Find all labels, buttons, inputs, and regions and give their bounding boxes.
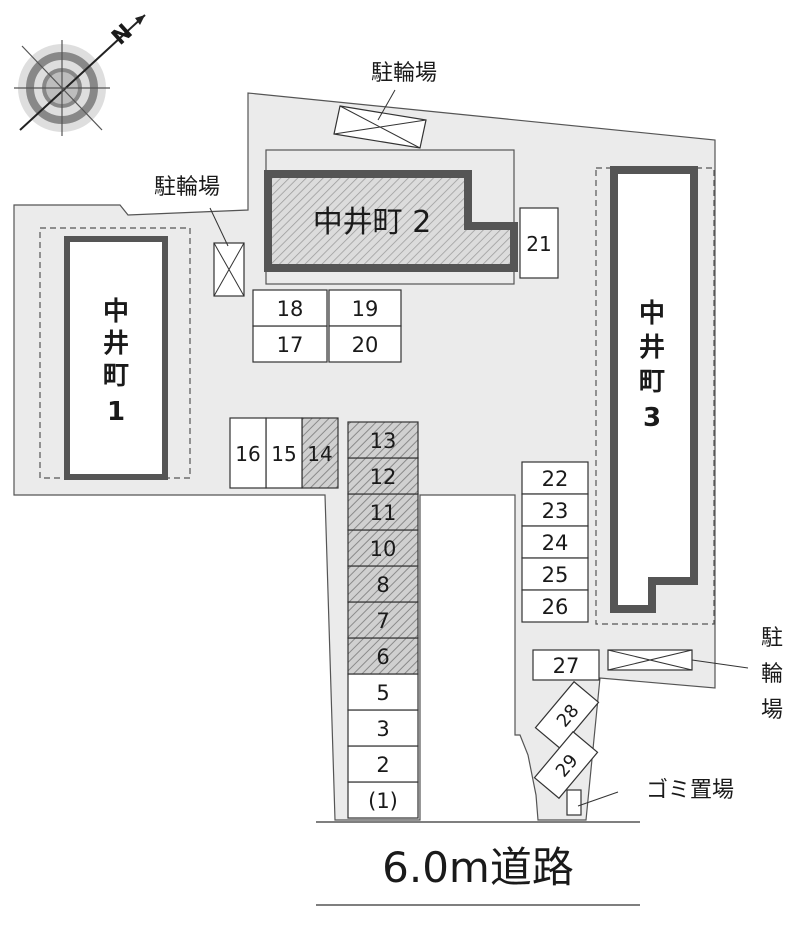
parking-space-label: 24 xyxy=(542,531,569,555)
bicycle-parking-right-label-2: 輪 xyxy=(761,662,783,687)
parking-space-27: 27 xyxy=(532,649,600,681)
parking-space-25: 25 xyxy=(521,557,589,591)
parking-space-label: 11 xyxy=(370,501,397,525)
parking-space-label: 13 xyxy=(370,429,397,453)
compass-icon: N xyxy=(14,14,146,136)
parking-space-label: 14 xyxy=(307,442,332,466)
building-1-number: 1 xyxy=(107,397,125,427)
parking-space-20: 20 xyxy=(328,325,402,363)
parking-space-18: 18 xyxy=(252,289,328,327)
building-3: 中 井 町 3 xyxy=(595,166,715,625)
parking-space-11: 11 xyxy=(347,493,419,531)
parking-space-label: 8 xyxy=(376,573,389,597)
parking-space-2: 2 xyxy=(347,745,419,783)
building-1-name-2: 井 xyxy=(103,329,129,359)
parking-space-19: 19 xyxy=(328,289,402,327)
parking-space-label: 25 xyxy=(542,563,569,587)
building-1-name-3: 町 xyxy=(103,361,129,391)
parking-space-label: 27 xyxy=(553,654,580,678)
parking-space-label: 10 xyxy=(370,537,397,561)
parking-space-label: (1) xyxy=(368,789,398,813)
parking-space-label: 6 xyxy=(376,645,389,669)
parking-space-6: 6 xyxy=(347,637,419,675)
bicycle-parking-right-label-1: 駐 xyxy=(761,626,783,651)
parking-space-29: 29 xyxy=(533,730,599,800)
road-label: 6.0m道路 xyxy=(382,843,574,892)
parking-space-label: 3 xyxy=(376,717,389,741)
bicycle-parking-top-label: 駐輪場 xyxy=(371,61,437,86)
parking-space-label: 18 xyxy=(277,297,304,321)
parking-space-23: 23 xyxy=(521,493,589,527)
parking-space-13: 13 xyxy=(347,421,419,459)
parking-space-10: 10 xyxy=(347,529,419,567)
parking-space-label: 22 xyxy=(542,467,569,491)
parking-space-label: 15 xyxy=(271,442,296,466)
building-3-name-3: 町 xyxy=(639,367,665,397)
parking-space-1: (1) xyxy=(347,781,419,819)
parking-space-28: 28 xyxy=(534,680,600,750)
parking-space-22: 22 xyxy=(521,461,589,495)
bicycle-parking-left-label: 駐輪場 xyxy=(154,175,220,200)
parking-space-label: 16 xyxy=(235,442,260,466)
bicycle-parking-right-label-3: 場 xyxy=(761,698,783,723)
garbage-label: ゴミ置場 xyxy=(646,778,734,803)
parking-space-label: 20 xyxy=(352,333,379,357)
parking-space-12: 12 xyxy=(347,457,419,495)
parking-space-label: 17 xyxy=(277,333,304,357)
building-3-name-1: 中 xyxy=(639,299,665,329)
parking-space-16: 16 xyxy=(229,417,267,489)
parking-space-5: 5 xyxy=(347,673,419,711)
parking-space-17: 17 xyxy=(252,325,328,363)
parking-space-label: 5 xyxy=(376,681,389,705)
parking-space-21: 21 xyxy=(519,207,559,279)
building-3-name-2: 井 xyxy=(639,333,665,363)
parking-space-14: 14 xyxy=(301,417,339,489)
parking-space-label: 23 xyxy=(542,499,569,523)
building-1-name-1: 中 xyxy=(103,297,129,327)
bicycle-parking-right: 駐 輪 場 xyxy=(607,626,783,723)
building-2: 中井町 2 xyxy=(264,149,518,285)
parking-space-24: 24 xyxy=(521,525,589,559)
bicycle-parking-left: 駐輪場 xyxy=(154,175,245,297)
building-2-name: 中井町 2 xyxy=(313,205,432,240)
parking-space-label: 21 xyxy=(526,232,551,256)
parking-space-15: 15 xyxy=(265,417,303,489)
parking-space-3: 3 xyxy=(347,709,419,747)
building-1: 中 井 町 1 xyxy=(39,227,191,480)
parking-space-26: 26 xyxy=(521,589,589,623)
parking-space-label: 7 xyxy=(376,609,389,633)
garbage-area: ゴミ置場 xyxy=(566,778,734,816)
parking-space-label: 2 xyxy=(376,753,389,777)
parking-space-8: 8 xyxy=(347,565,419,603)
parking-space-label: 19 xyxy=(352,297,379,321)
bicycle-parking-top: 駐輪場 xyxy=(333,61,437,149)
road: 6.0m道路 xyxy=(316,821,640,906)
parking-space-label: 26 xyxy=(542,595,569,619)
building-3-number: 3 xyxy=(643,403,661,433)
parking-space-7: 7 xyxy=(347,601,419,639)
parking-space-label: 12 xyxy=(370,465,397,489)
